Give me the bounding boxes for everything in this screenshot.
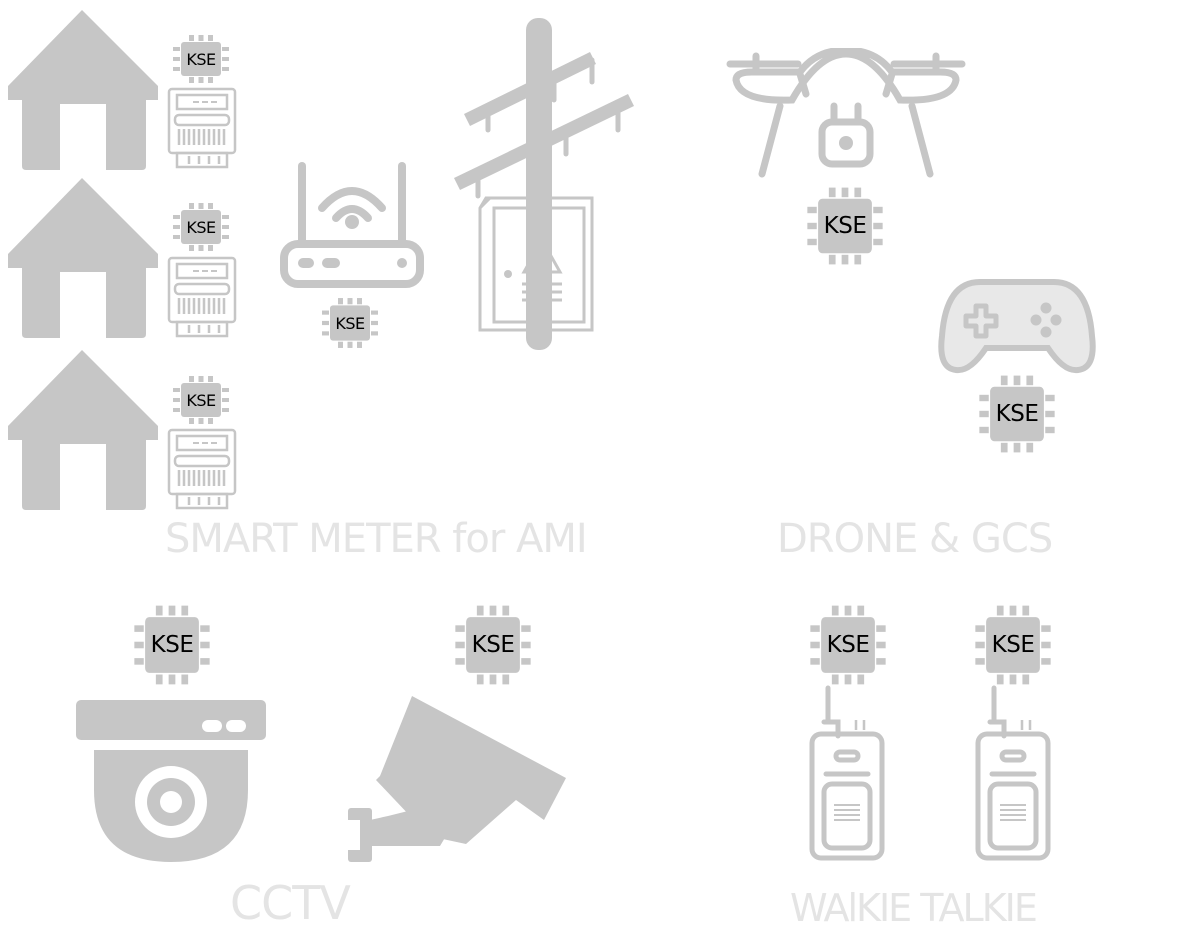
electrical-cabinet-icon: [478, 196, 594, 332]
caption-cctv: CCTV: [230, 876, 351, 930]
chip-icon: [173, 203, 229, 251]
chip-label: KSE: [823, 213, 867, 239]
caption-drone: DRONE & GCS: [777, 516, 1053, 562]
chip-label: KSE: [186, 390, 216, 410]
walkie-talkie-icon: [975, 685, 1051, 861]
utility-pole-icon: [454, 18, 634, 350]
kse-chip: KSE: [172, 202, 230, 252]
kse-chip: KSE: [454, 604, 532, 686]
chip-label: KSE: [335, 313, 365, 333]
kse-chip: KSE: [133, 604, 211, 686]
chip-label: KSE: [186, 217, 216, 237]
chip-label: KSE: [471, 632, 515, 658]
walkie-talkie-icon: [809, 685, 885, 861]
chip-label: KSE: [826, 632, 870, 658]
chip-label: KSE: [150, 632, 194, 658]
kse-chip: KSE: [321, 297, 379, 349]
chip-icon: [455, 605, 531, 685]
kse-chip: KSE: [806, 186, 884, 266]
wifi-router-icon: [280, 162, 424, 288]
electric-meter-icon: [167, 256, 237, 338]
chip-label: KSE: [991, 632, 1035, 658]
electric-meter-icon: [167, 428, 237, 510]
chip-icon: [322, 298, 378, 348]
house-icon: [8, 10, 158, 170]
chip-icon: [134, 605, 210, 685]
house-icon: [8, 350, 158, 510]
chip-label: KSE: [995, 401, 1039, 427]
dome-camera-icon: [76, 700, 266, 862]
caption-smart-meter: SMART METER for AMI: [165, 516, 588, 562]
kse-chip: KSE: [974, 604, 1052, 686]
chip-icon: [173, 35, 229, 83]
kse-chip: KSE: [978, 374, 1056, 454]
chip-icon: [975, 605, 1051, 685]
bullet-camera-icon: [348, 696, 566, 862]
electric-meter-icon: [167, 87, 237, 169]
chip-icon: [979, 375, 1055, 453]
caption-walkie-talkie: WAlKIE TALKIE: [790, 886, 1038, 930]
drone-icon: [726, 48, 966, 178]
chip-icon: [810, 605, 886, 685]
gamepad-icon: [938, 279, 1096, 374]
chip-icon: [173, 376, 229, 424]
house-icon: [8, 178, 158, 338]
chip-label: KSE: [186, 49, 216, 69]
kse-chip: KSE: [172, 375, 230, 425]
kse-chip: KSE: [809, 604, 887, 686]
chip-icon: [807, 187, 883, 265]
kse-chip: KSE: [172, 34, 230, 84]
